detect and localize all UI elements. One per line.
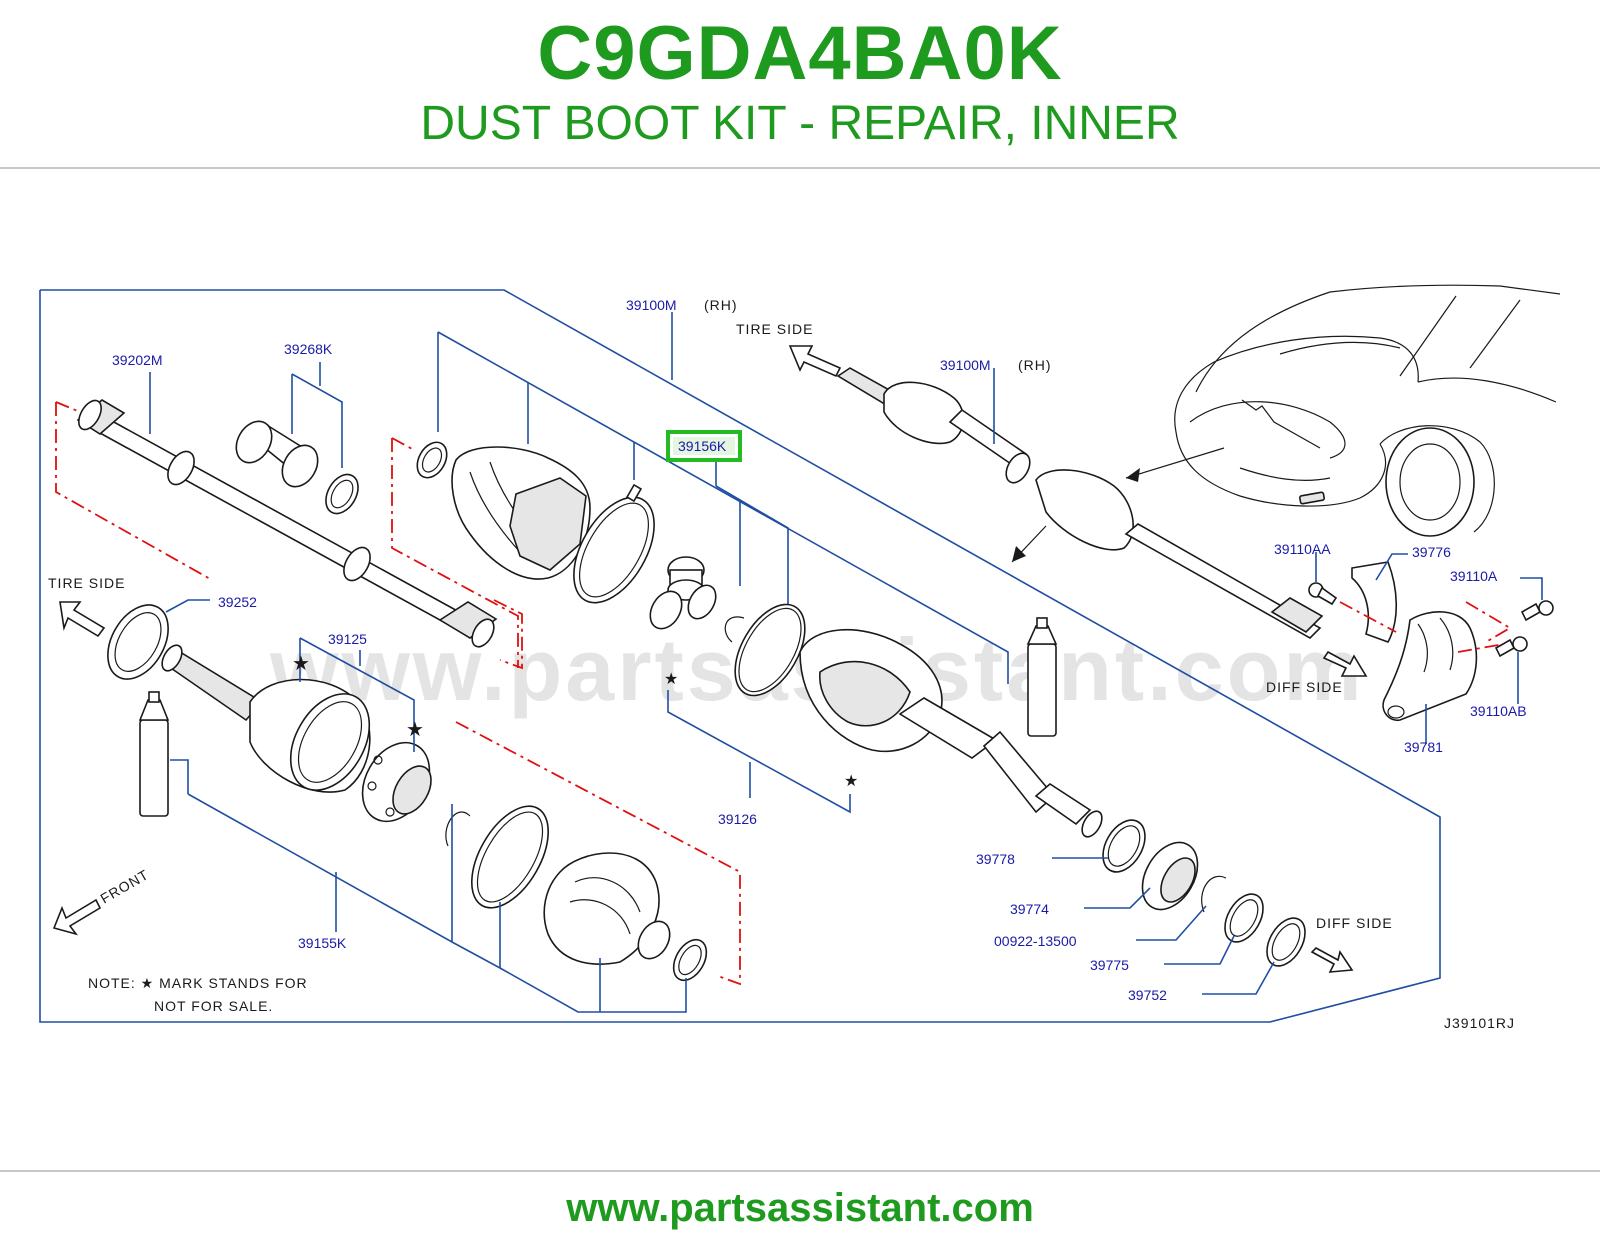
shaft-group-dash [55, 402, 213, 581]
inner-boot[interactable] [451, 446, 591, 580]
boot-clamp-small[interactable] [411, 437, 453, 483]
label-39126[interactable]: 39126 [718, 811, 757, 827]
parts-diagram-svg: www.partsassistant.com 39202M 39268K 392… [39, 284, 1561, 1031]
snap-ring-00922-13500[interactable] [1201, 875, 1227, 913]
star-mark-icon: ★ [664, 671, 678, 688]
mount-bracket-39781[interactable] [1382, 611, 1478, 722]
part-name-subtitle: DUST BOOT KIT - REPAIR, INNER [420, 97, 1180, 150]
header-divider [0, 167, 1600, 169]
highlight-box-39156K[interactable] [666, 430, 742, 462]
shaft-39202M[interactable] [74, 397, 498, 651]
tire-side-label-left: TIRE SIDE [48, 575, 125, 591]
label-39252[interactable]: 39252 [218, 594, 257, 610]
seal-39752[interactable] [1259, 911, 1313, 972]
inner-race-39125[interactable] [349, 731, 443, 834]
star-mark-icon: ★ [844, 773, 858, 790]
inner-housing-shaft[interactable] [799, 628, 1106, 840]
bolt-39110A[interactable] [1520, 600, 1554, 622]
grease-tube-center[interactable] [1026, 617, 1058, 737]
diff-side-label-right: DIFF SIDE [1266, 679, 1343, 695]
label-39110AB[interactable]: 39110AB [1470, 703, 1527, 719]
grease-tube-left[interactable] [138, 691, 170, 817]
inner-boot-dash [391, 438, 519, 668]
seal-39778[interactable] [1094, 813, 1153, 879]
label-00922-13500[interactable]: 00922-13500 [994, 933, 1077, 949]
label-39775[interactable]: 39775 [1090, 957, 1129, 973]
bolt-39110AB[interactable] [1494, 636, 1528, 658]
seal-39252[interactable] [95, 594, 180, 689]
bearing-39774[interactable] [1131, 833, 1209, 919]
driveshaft-39100M[interactable] [836, 367, 1324, 639]
label-39268K[interactable]: 39268K [284, 341, 333, 357]
assembly-frame [39, 289, 1441, 1023]
outer-boot-dash [455, 721, 741, 986]
label-39110A[interactable]: 39110A [1450, 568, 1498, 584]
label-39776[interactable]: 39776 [1412, 544, 1451, 560]
tire-side-label-top: TIRE SIDE [736, 321, 813, 337]
note-line-2: NOT FOR SALE. [154, 998, 273, 1014]
front-label: FRONT [98, 866, 152, 906]
rh-label-right: (RH) [1018, 357, 1052, 373]
label-39781[interactable]: 39781 [1404, 739, 1443, 755]
ring-39775[interactable] [1217, 887, 1271, 948]
label-39774[interactable]: 39774 [1010, 901, 1049, 917]
label-39110AA[interactable]: 39110AA [1274, 541, 1331, 557]
parts-diagram: www.partsassistant.com 39202M 39268K 392… [0, 272, 1600, 1094]
footer-url[interactable]: www.partsassistant.com [566, 1186, 1034, 1230]
label-39125[interactable]: 39125 [328, 631, 367, 647]
star-mark-icon: ★ [292, 653, 310, 675]
outer-joint-assembly[interactable] [158, 642, 385, 804]
footer-divider [0, 1170, 1600, 1172]
tripod-joint[interactable] [644, 556, 722, 634]
front-arrow-icon [52, 898, 102, 936]
label-39752[interactable]: 39752 [1128, 987, 1167, 1003]
bolt-39110AA[interactable] [1308, 582, 1338, 606]
label-39778[interactable]: 39778 [976, 851, 1015, 867]
label-39100M-right[interactable]: 39100M [940, 357, 991, 373]
label-39155K[interactable]: 39155K [298, 935, 347, 951]
outer-boot-kit[interactable] [456, 794, 713, 987]
rh-label-top: (RH) [704, 297, 738, 313]
diff-side-arrow-bottom-icon [1310, 947, 1354, 973]
boot-band-large[interactable] [557, 483, 670, 616]
note-line-1: NOTE: ★ MARK STANDS FOR [88, 975, 308, 991]
snap-ring-outer[interactable] [445, 811, 471, 847]
star-mark-icon: ★ [406, 719, 424, 741]
snap-ring-inner[interactable] [724, 616, 745, 643]
tire-side-arrow-top-icon [788, 345, 842, 378]
diff-side-label-bottom: DIFF SIDE [1316, 915, 1393, 931]
diff-side-arrow-right-icon [1322, 650, 1368, 677]
pointer-arrow-icon [1126, 468, 1140, 482]
o-ring[interactable] [721, 593, 819, 708]
reference-code: J39101RJ [1444, 1015, 1515, 1031]
label-39100M-top[interactable]: 39100M [626, 297, 677, 313]
label-39156K[interactable]: 39156K [678, 438, 727, 454]
label-39202M[interactable]: 39202M [112, 352, 163, 368]
bracket-39776[interactable] [1351, 561, 1398, 643]
part-code-title: C9GDA4BA0K [537, 11, 1063, 96]
pointer-arrow-icon [1012, 546, 1026, 562]
vehicle-outline [1174, 284, 1561, 537]
damper-39268K[interactable] [229, 415, 364, 519]
tire-side-arrow-left-icon [59, 601, 106, 638]
